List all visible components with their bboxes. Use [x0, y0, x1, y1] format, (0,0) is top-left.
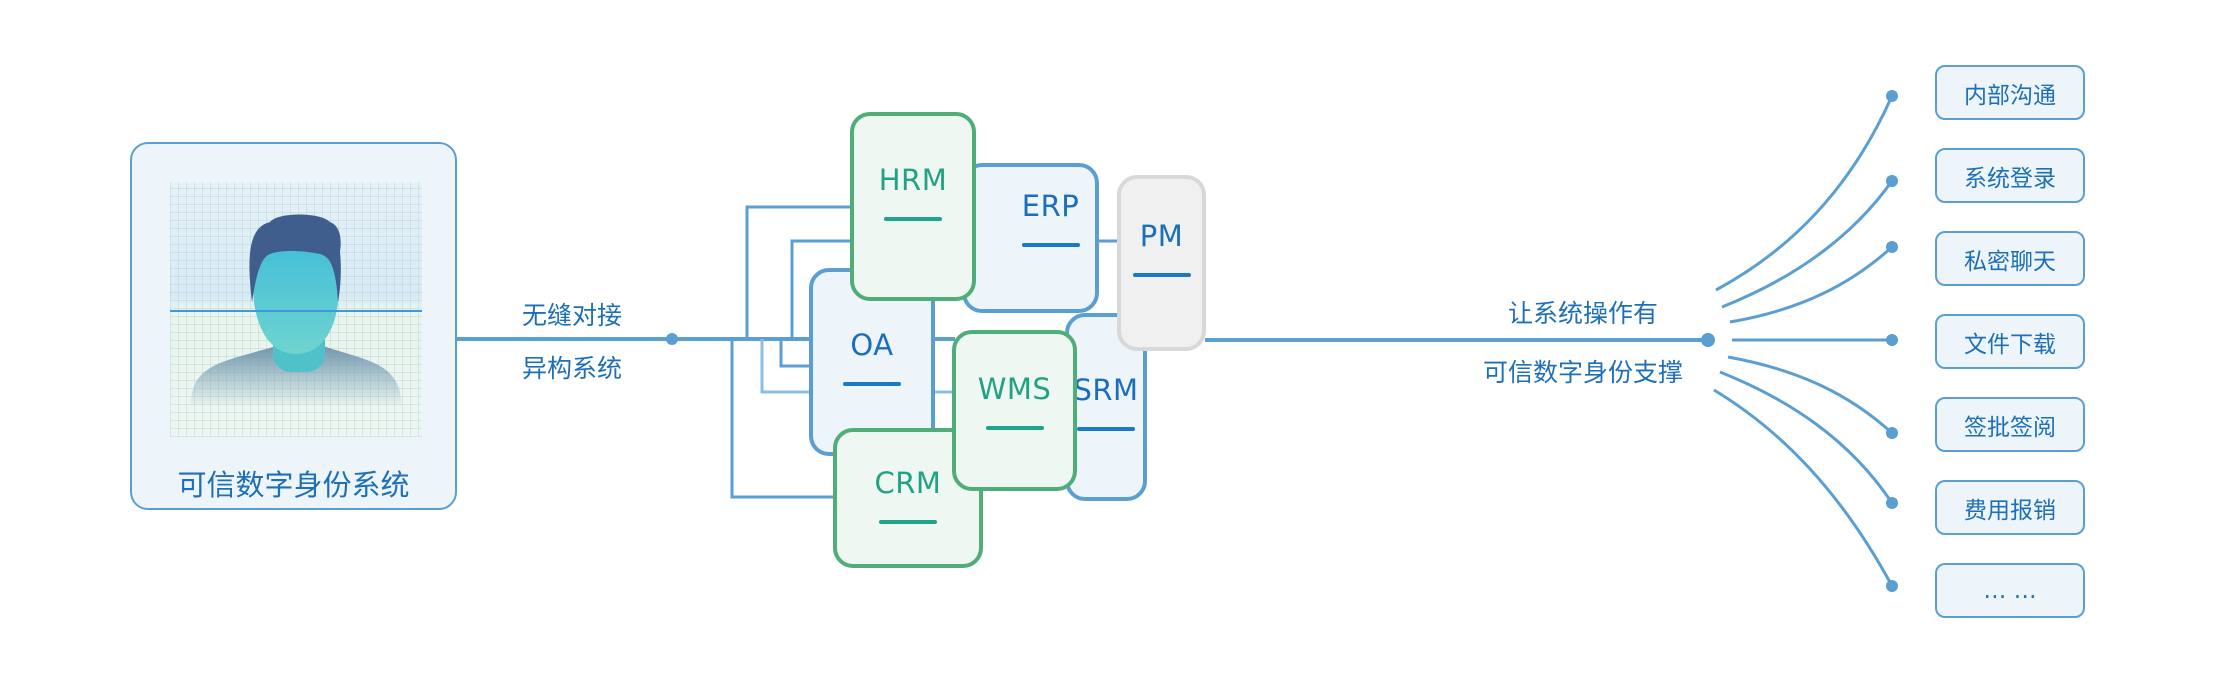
feature-label: 文件下载: [1964, 331, 2056, 358]
identity-title: 可信数字身份系统: [177, 468, 410, 502]
link-crm: [730, 339, 835, 499]
face-scan-area: [170, 182, 422, 437]
link-oa-2: [760, 339, 811, 394]
link-oa-1: [779, 339, 811, 368]
feature-label: 内部沟通: [1964, 82, 2056, 109]
left-label-top: 无缝对接: [521, 301, 623, 330]
system-label-srm: SRM: [1073, 373, 1139, 407]
feature-approval-review[interactable]: 签批签阅: [1935, 397, 2085, 452]
system-underline: [884, 216, 942, 221]
feature-label: … …: [1983, 577, 2037, 604]
fan-end-dot-5: [1886, 427, 1898, 439]
junction-dot-left: [666, 333, 678, 345]
feature-label: 系统登录: [1964, 165, 2056, 192]
feature-label: 签批签阅: [1964, 414, 2056, 441]
fan-line-2: [1721, 180, 1894, 309]
fan-end-dot-1: [1886, 90, 1898, 102]
feature-internal-communication[interactable]: 内部沟通: [1935, 65, 2085, 120]
fan-end-dot-6: [1886, 497, 1898, 509]
link-hrm-outer: [745, 205, 852, 339]
system-label-oa: OA: [850, 328, 894, 362]
fan-line-3: [1729, 245, 1894, 324]
feature-system-login[interactable]: 系统登录: [1935, 148, 2085, 203]
fan-line-1: [1715, 95, 1894, 292]
system-label-pm: PM: [1139, 219, 1184, 253]
system-underline: [1077, 427, 1135, 431]
feature-file-download[interactable]: 文件下载: [1935, 314, 2085, 369]
system-card-pm[interactable]: PM: [1117, 175, 1206, 351]
feature-label: 费用报销: [1964, 497, 2056, 524]
system-label-crm: CRM: [874, 466, 942, 500]
system-underline: [879, 520, 937, 524]
right-label-top: 让系统操作有: [1507, 299, 1659, 328]
fan-end-dot-7: [1886, 580, 1898, 592]
fan-line-6: [1719, 370, 1894, 504]
system-card-hrm[interactable]: HRM: [850, 112, 976, 301]
fan-end-dot-3: [1886, 241, 1898, 253]
system-underline: [985, 425, 1044, 430]
feature-private-chat[interactable]: 私密聊天: [1935, 231, 2085, 286]
right-label-bottom: 可信数字身份支撑: [1482, 358, 1684, 387]
left-label-bottom: 异构系统: [521, 354, 623, 383]
identity-card[interactable]: 可信数字身份系统: [130, 142, 457, 510]
fan-end-dot-4: [1886, 334, 1898, 346]
system-underline: [843, 382, 901, 386]
junction-dot-right: [1701, 333, 1715, 347]
system-label-erp: ERP: [1021, 189, 1080, 223]
system-label-hrm: HRM: [878, 162, 948, 197]
feature-more[interactable]: … …: [1935, 563, 2085, 618]
fan-end-dot-2: [1886, 175, 1898, 187]
user-face-scan-icon: [170, 214, 422, 407]
link-hrm-inner: [790, 239, 852, 339]
fan-line-7: [1713, 388, 1894, 587]
system-underline: [1021, 243, 1080, 247]
system-card-wms[interactable]: WMS: [952, 330, 1077, 491]
system-label-wms: WMS: [977, 371, 1052, 406]
feature-expense-reimbursement[interactable]: 费用报销: [1935, 480, 2085, 535]
system-underline: [1132, 273, 1191, 277]
system-card-erp[interactable]: ERP: [962, 163, 1099, 313]
feature-label: 私密聊天: [1964, 248, 2056, 275]
fan-line-5: [1727, 355, 1894, 435]
